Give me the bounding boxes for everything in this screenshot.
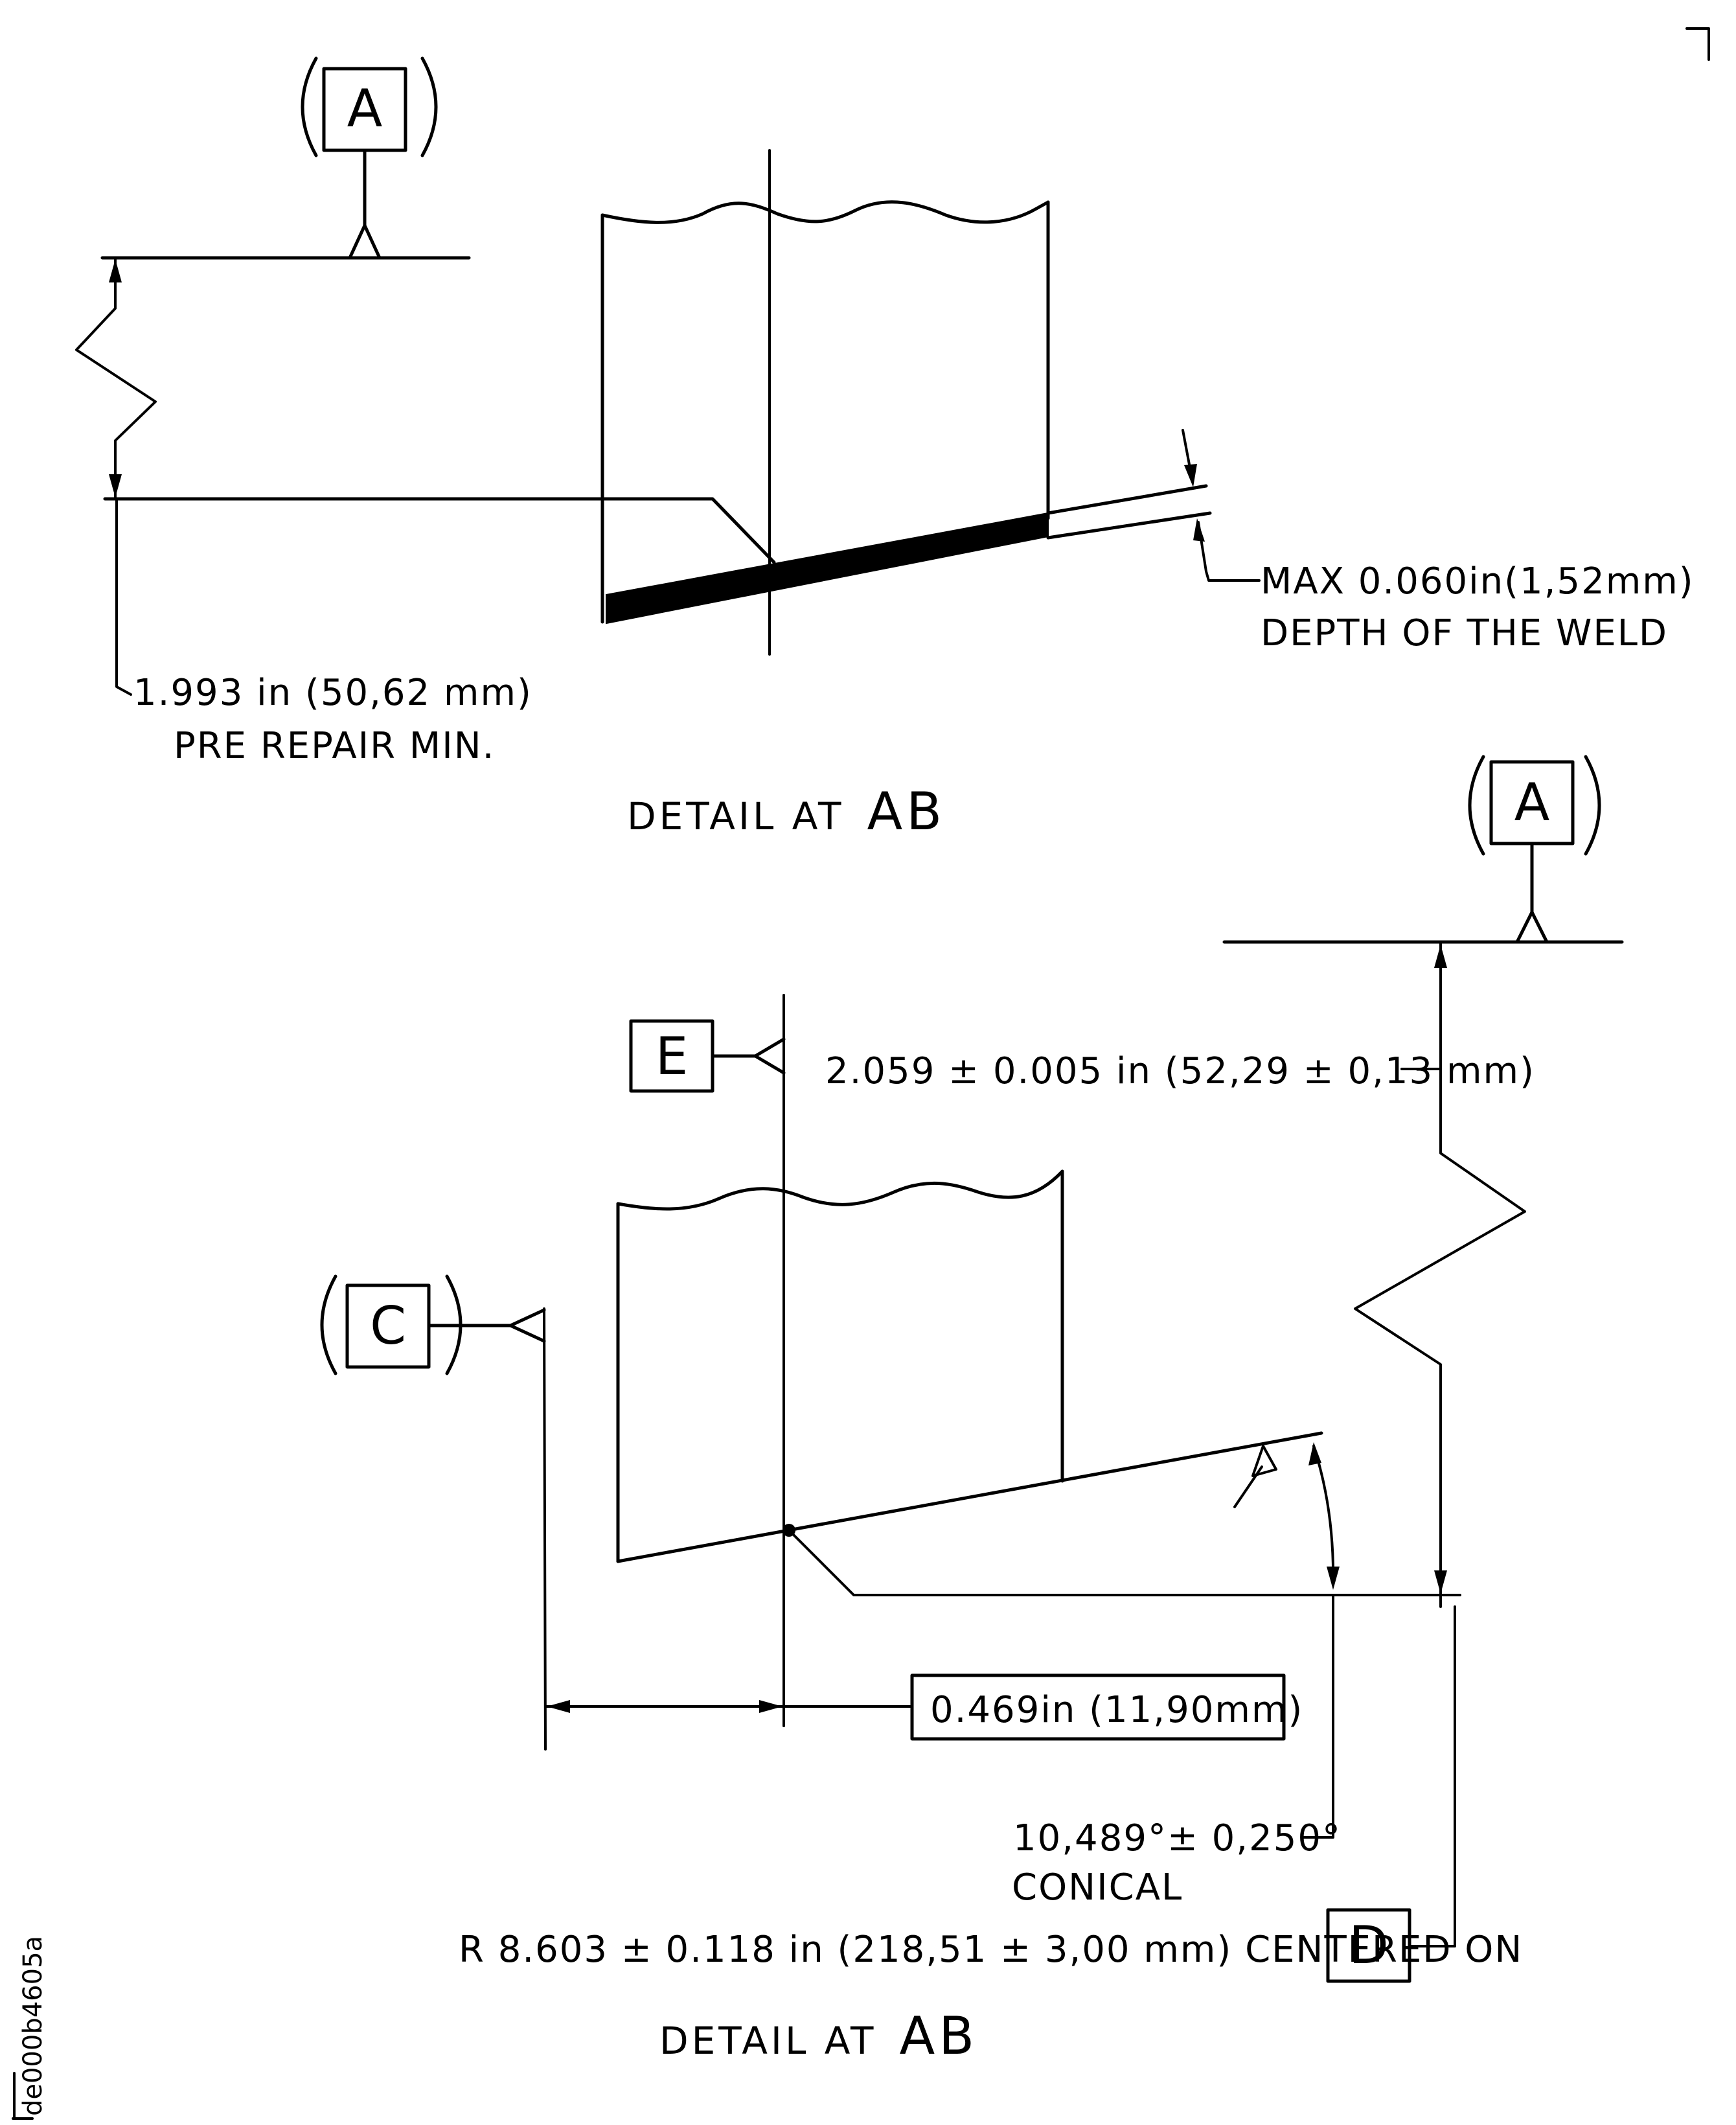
weld-depth-dimension (1182, 429, 1261, 582)
part-outline-top (600, 200, 1050, 624)
pre-repair-height-label: 1.993 in (50,62 mm) (133, 672, 532, 714)
cone-angle-note: CONICAL (1012, 1867, 1183, 1909)
datum-d-symbol: D (1326, 1908, 1411, 1983)
document-id-label: de000b4605a (18, 1936, 48, 2116)
conical-surface-line (616, 1431, 1323, 1563)
offset-dimension (544, 1673, 1286, 1741)
datum-a-symbol-bottom: A (1468, 755, 1601, 944)
extension-line-upper (1046, 484, 1208, 515)
weld-layer (606, 512, 1049, 625)
corner-mark (1685, 27, 1710, 61)
extension-line-lower (1046, 511, 1212, 540)
datum-c-label: C (370, 1296, 406, 1356)
detail-top: A MAX 0.060in(1,52mm) DEP (75, 56, 1695, 842)
height-dimension-bottom (1354, 942, 1526, 1947)
datum-e-symbol: E (629, 1019, 786, 1093)
detail-bottom: A E (320, 755, 1624, 2066)
document-id: de000b4605a (12, 1936, 48, 2120)
cone-angle-label: 10,489°± 0,250° (1013, 1817, 1342, 1859)
weld-depth-label: MAX 0.060in(1,52mm) (1261, 560, 1695, 603)
height-dimension-top (75, 257, 157, 696)
surface-datum-triangle (1251, 1445, 1277, 1477)
datum-a-label-top: A (347, 78, 383, 139)
height-tolerance-label: 2.059 ± 0.005 in (52,29 ± 0,13 mm) (825, 1050, 1535, 1092)
datum-a-label-bottom: A (1514, 772, 1550, 833)
part-outline-bottom (616, 1169, 1323, 1563)
horizontal-reference-line (788, 1529, 1461, 1596)
datum-a-symbol-top: A (301, 56, 438, 260)
pre-repair-height-note: PRE REPAIR MIN. (174, 725, 495, 767)
radius-label: R 8.603 ± 0.118 in (218,51 ± 3,00 mm) CE… (459, 1929, 1523, 1971)
datum-c-symbol: C (320, 1274, 547, 1751)
angle-dimension (1301, 1442, 1340, 1839)
weld-depth-note: DEPTH OF THE WELD (1261, 612, 1668, 654)
surface-reference-line (103, 497, 776, 564)
detail-caption-bottom: DETAIL AT AB (659, 2006, 978, 2066)
detail-caption-top: DETAIL AT AB (627, 781, 946, 842)
datum-e-label: E (656, 1026, 689, 1086)
datum-d-label: D (1349, 1915, 1389, 1975)
offset-label: 0.469in (11,90mm) (930, 1689, 1303, 1731)
